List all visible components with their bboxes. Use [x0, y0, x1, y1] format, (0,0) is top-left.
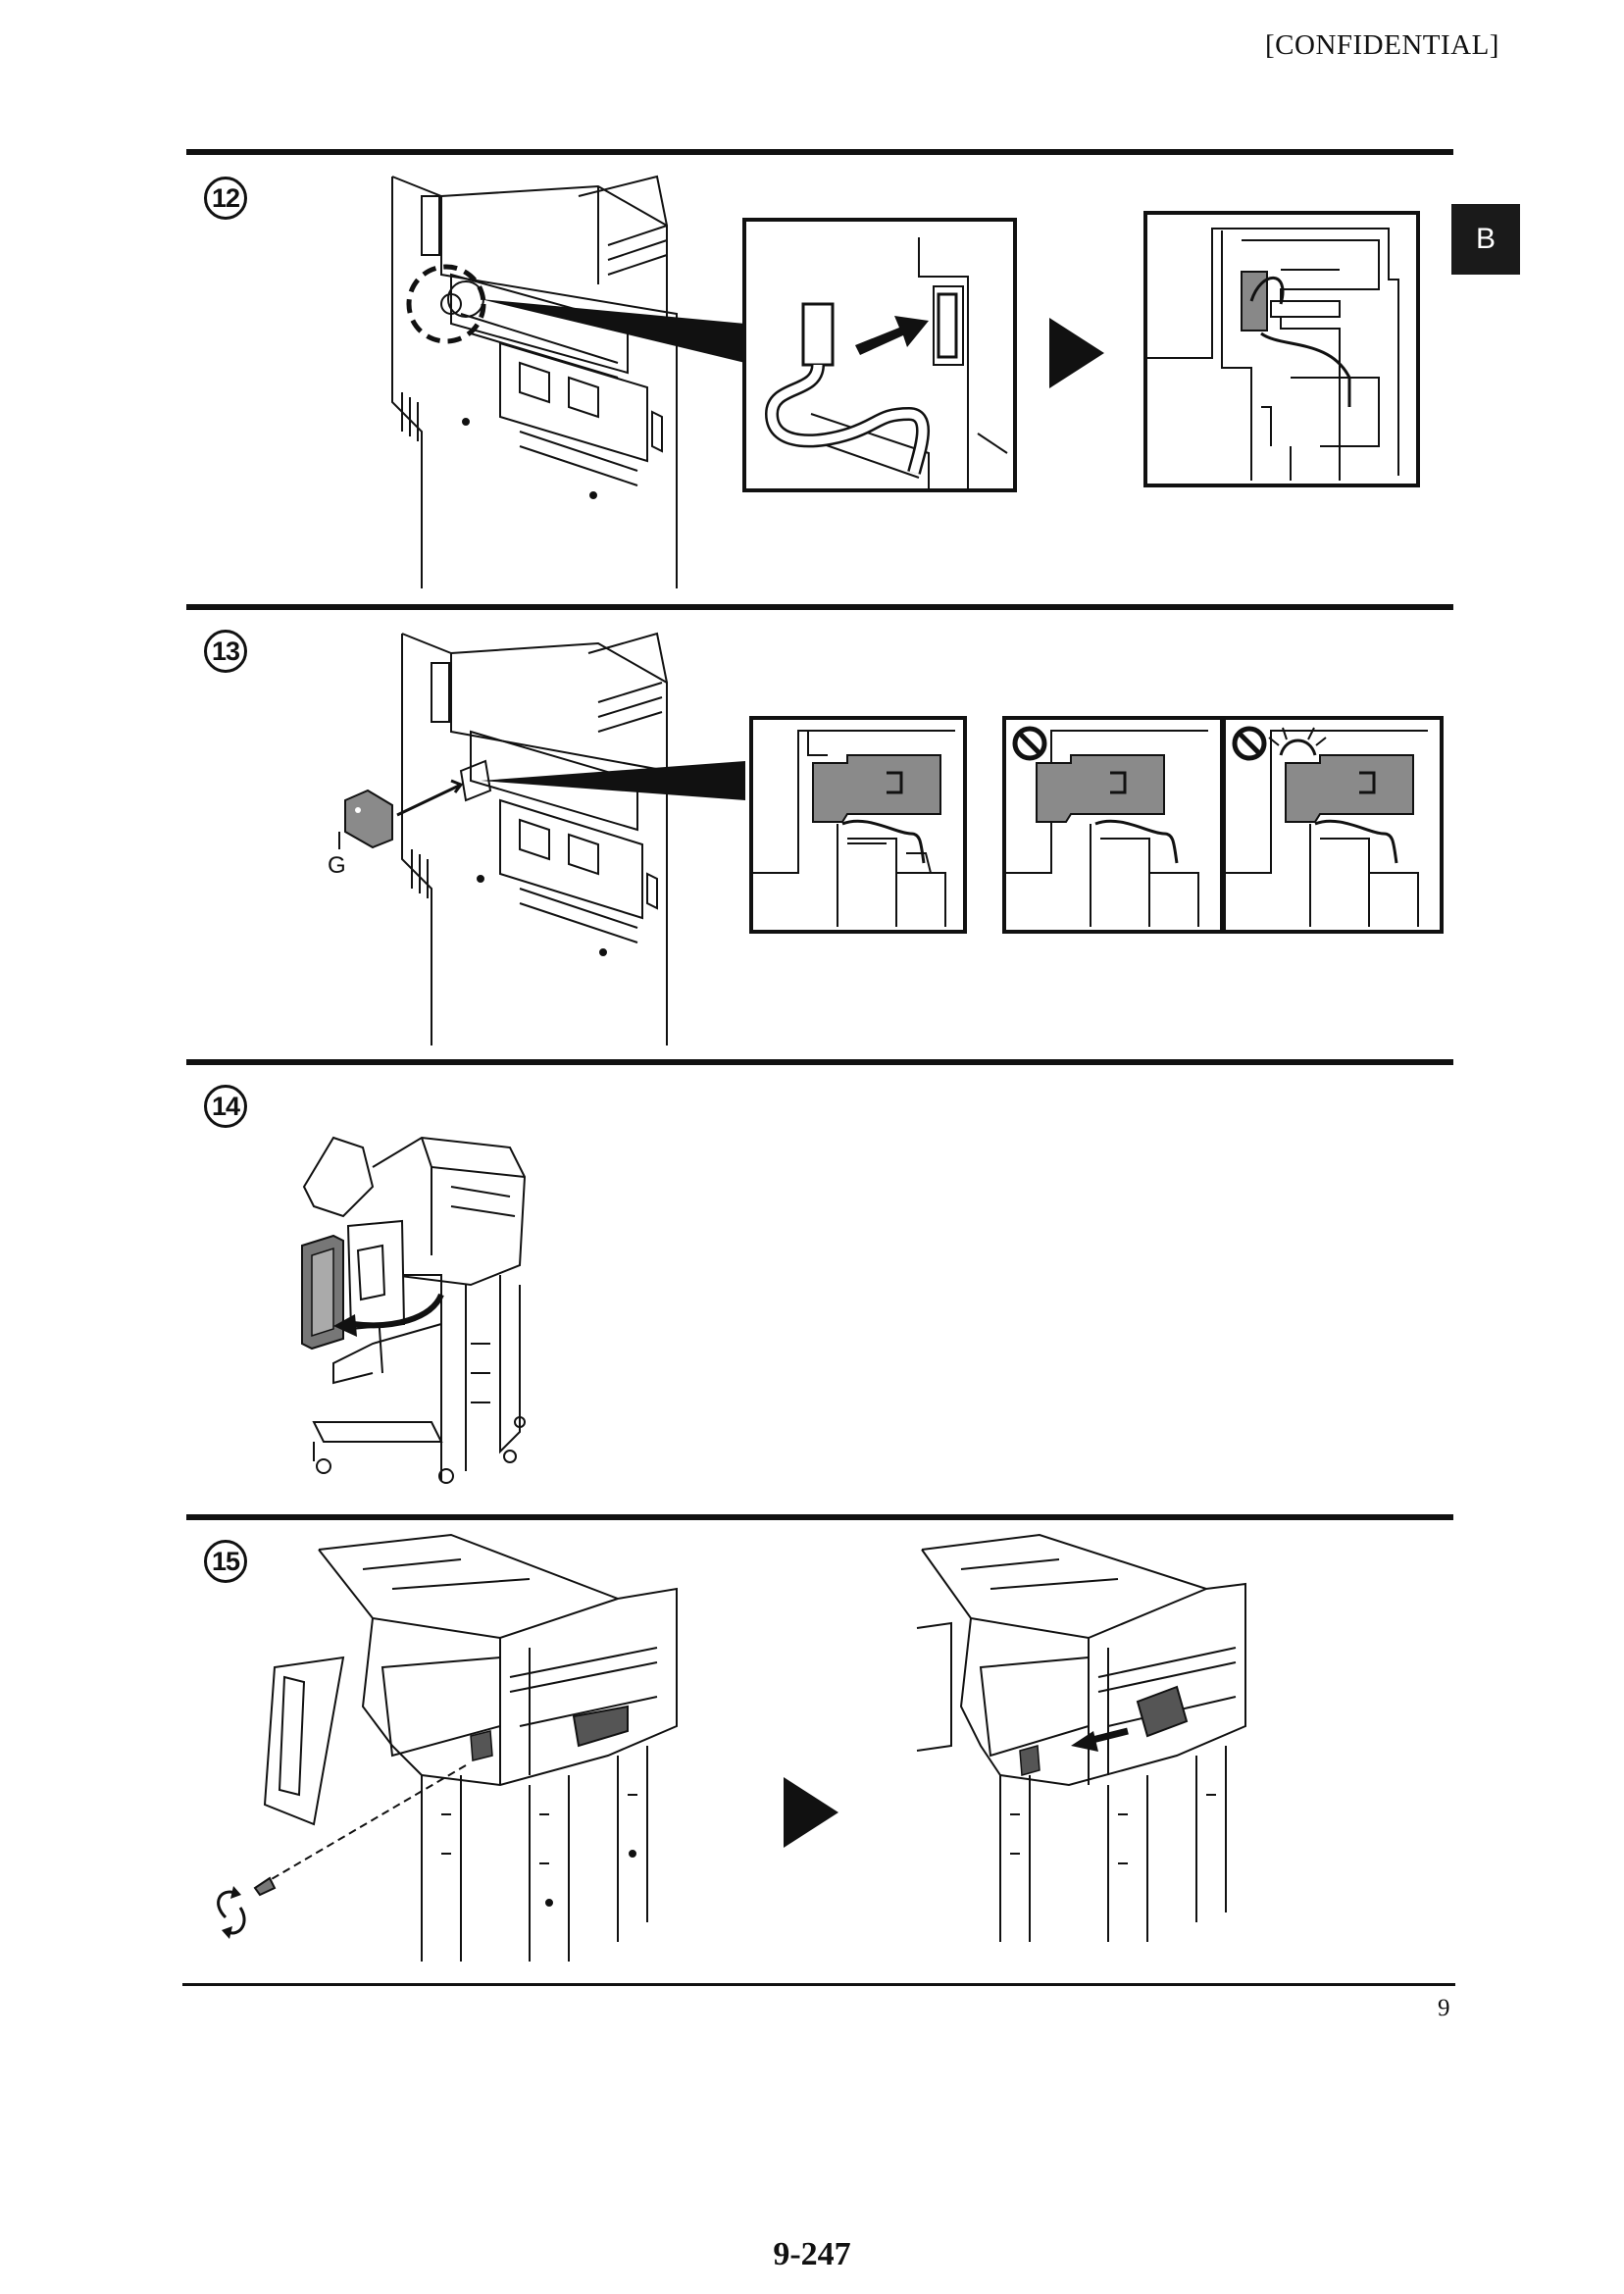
footer-divider — [182, 1983, 1455, 1986]
step-13-wrong-detail-2 — [1222, 716, 1444, 934]
step-13-machine-illustration: G — [328, 632, 745, 1045]
step-13-wrong-detail-1 — [1002, 716, 1224, 934]
pull-arrow-icon — [1071, 1731, 1098, 1752]
step-12-connector-detail — [742, 218, 1017, 492]
step-14-number: 14 — [204, 1085, 247, 1128]
part-g-label: G — [328, 852, 346, 879]
step-15-left-illustration — [217, 1533, 678, 1962]
rotate-arrow-icon — [217, 1886, 246, 1939]
step-12-machine-illustration — [391, 175, 745, 588]
step-13-divider — [186, 604, 1453, 610]
open-arrow-icon — [333, 1314, 357, 1337]
chapter-tab[interactable]: B — [1451, 204, 1520, 275]
step-15-right-illustration — [916, 1533, 1246, 1942]
insert-arrow-icon — [855, 316, 929, 355]
step-12-divider — [186, 149, 1453, 155]
step-14-divider — [186, 1059, 1453, 1065]
step-12-number: 12 — [204, 177, 247, 220]
confidential-label: [CONFIDENTIAL] — [1265, 29, 1499, 61]
step-15-number: 15 — [204, 1540, 247, 1583]
step-12-result-detail — [1143, 211, 1420, 487]
step-13-correct-detail — [749, 716, 967, 934]
next-arrow-icon — [784, 1777, 838, 1848]
next-arrow-icon — [1049, 318, 1104, 388]
step-13-number: 13 — [204, 630, 247, 673]
section-number: 9 — [1438, 1995, 1450, 2021]
step-15-divider — [186, 1514, 1453, 1520]
step-14-finisher-illustration — [301, 1136, 527, 1484]
prohibited-icon — [1012, 726, 1047, 761]
prohibited-icon — [1232, 726, 1267, 761]
page-number: 9-247 — [773, 2236, 851, 2272]
